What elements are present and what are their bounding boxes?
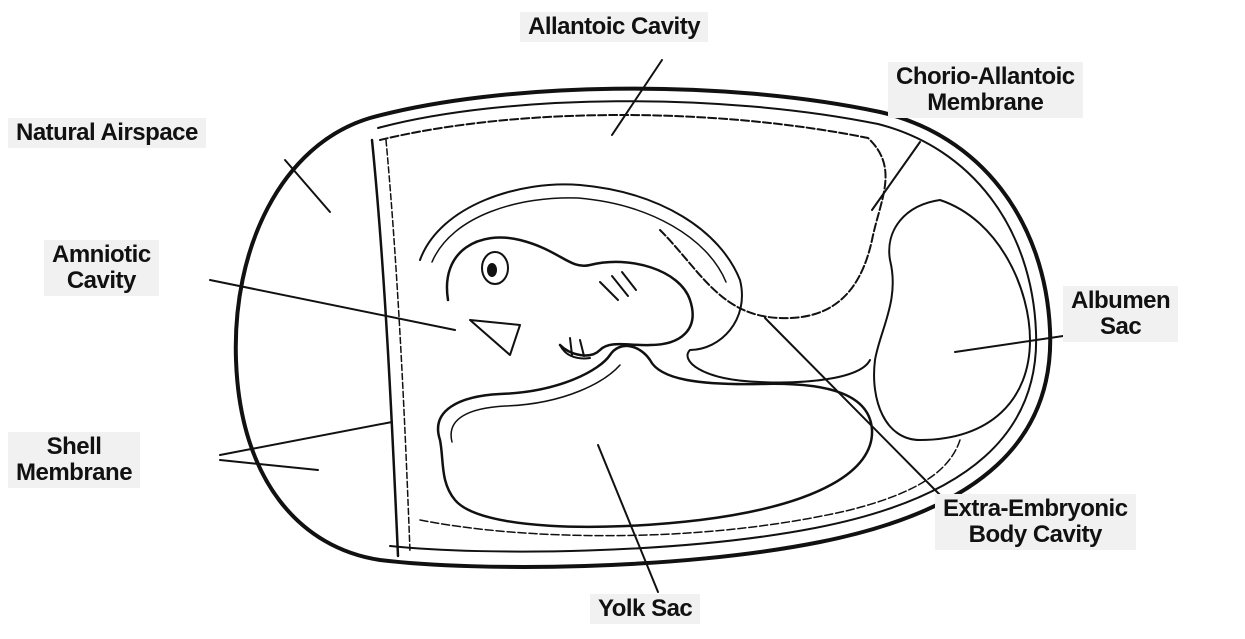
yolk-sac-outline (438, 346, 872, 527)
amnion-inner (432, 198, 726, 282)
pointer-yolk-sac (598, 445, 658, 592)
pointer-shell-membrane-2 (220, 460, 318, 470)
label-chorio-line1: Chorio-Allantoic (896, 64, 1075, 90)
airspace-boundary (372, 140, 398, 556)
label-natural-airspace: Natural Airspace (8, 118, 206, 148)
label-yolk-sac-text: Yolk Sac (598, 596, 692, 622)
label-extra-line2: Body Cavity (943, 522, 1128, 548)
label-shell-line2: Membrane (16, 460, 132, 486)
label-allantoic-cavity: Allantoic Cavity (520, 12, 708, 42)
egg-shell (236, 89, 1050, 567)
albumen-sac-outline (874, 200, 1030, 440)
label-albumen-line2: Sac (1071, 314, 1170, 340)
label-extra-embryonic-body-cavity: Extra-Embryonic Body Cavity (935, 494, 1136, 550)
label-allantoic-cavity-text: Allantoic Cavity (528, 14, 700, 40)
label-natural-airspace-text: Natural Airspace (16, 120, 198, 146)
pointer-allantoic-cavity (612, 60, 662, 135)
embryo-pupil (487, 263, 497, 277)
embryo-wing (600, 272, 636, 300)
label-albumen-sac: Albumen Sac (1063, 286, 1178, 342)
embryo-beak (470, 320, 520, 355)
label-extra-line1: Extra-Embryonic (943, 496, 1128, 522)
label-chorio-line2: Membrane (896, 90, 1075, 116)
label-chorio-allantoic-membrane: Chorio-Allantoic Membrane (888, 62, 1083, 118)
yolk-sac-inner (451, 365, 620, 442)
label-albumen-line1: Albumen (1071, 288, 1170, 314)
pointer-natural-airspace (285, 160, 330, 212)
label-amniotic-line1: Amniotic (52, 242, 151, 268)
label-shell-line1: Shell (16, 434, 132, 460)
label-amniotic-line2: Cavity (52, 268, 151, 294)
pointer-amniotic-cavity (210, 280, 455, 330)
pointer-albumen-sac (955, 335, 1070, 352)
pointer-extra-embryonic (765, 318, 945, 500)
airspace-boundary-inner (386, 140, 410, 552)
label-yolk-sac: Yolk Sac (590, 594, 700, 624)
label-shell-membrane: Shell Membrane (8, 432, 140, 488)
label-amniotic-cavity: Amniotic Cavity (44, 240, 159, 296)
